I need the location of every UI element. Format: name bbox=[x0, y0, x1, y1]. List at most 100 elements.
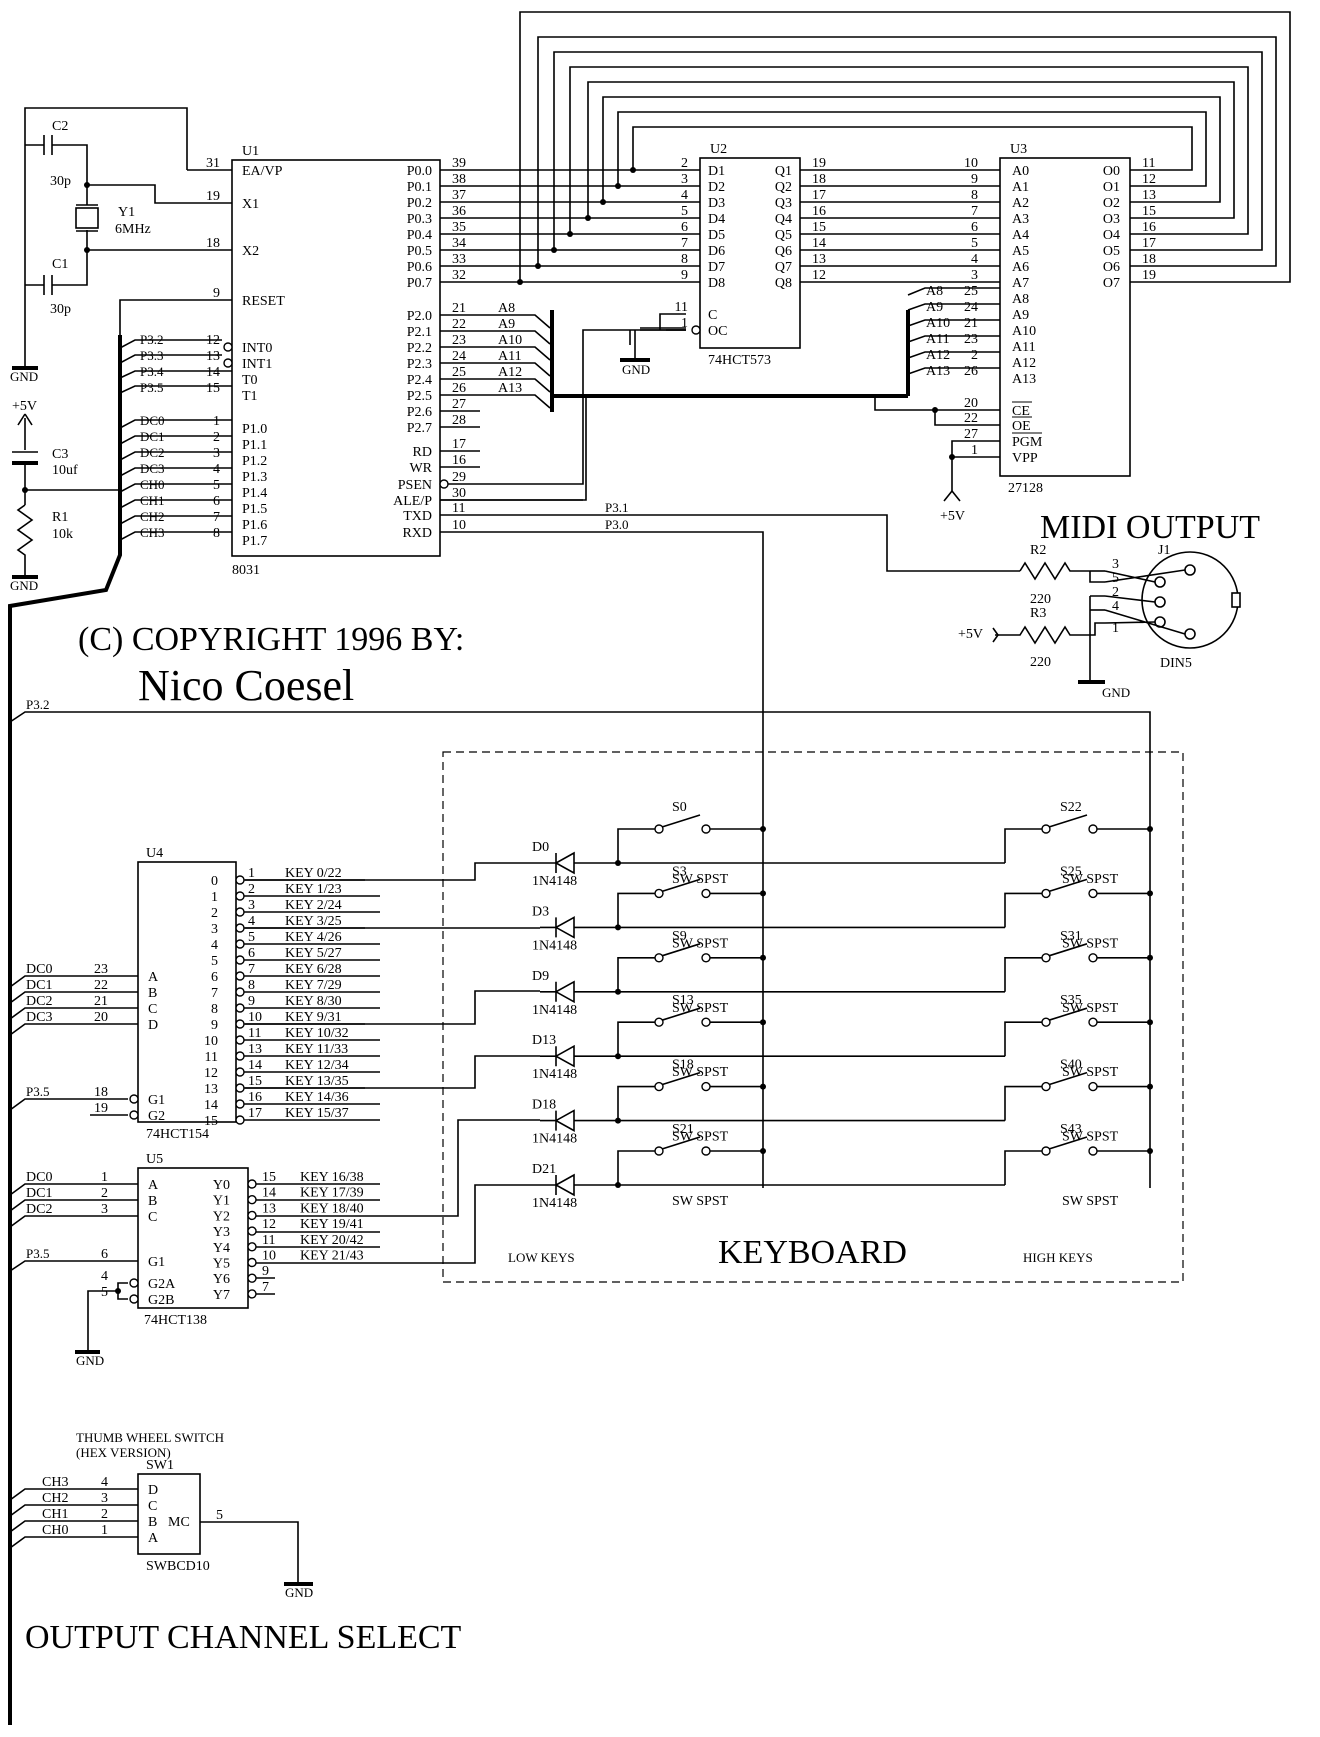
inversion-bubble bbox=[235, 1035, 245, 1045]
u4-key-label: KEY 12/34 bbox=[285, 1058, 349, 1073]
switch-low-ref: S3 bbox=[672, 864, 687, 879]
u5-pin-num: 9 bbox=[262, 1264, 269, 1279]
u4-key-label: KEY 8/30 bbox=[285, 994, 342, 1009]
u1-pin-num: 34 bbox=[452, 236, 466, 251]
u4-pin-num: 6 bbox=[248, 946, 255, 961]
switch-lever bbox=[661, 1071, 701, 1086]
inversion-bubble bbox=[247, 1273, 257, 1283]
u1-pin-name: P1.3 bbox=[242, 470, 267, 485]
u1-pin-name: INT1 bbox=[242, 357, 272, 372]
u1-pin-num: 24 bbox=[452, 349, 466, 364]
u4-pin-num: 21 bbox=[94, 994, 108, 1009]
switch-contact bbox=[654, 888, 664, 899]
u3-pin-name: A8 bbox=[1012, 292, 1029, 307]
din-pin-number: 5 bbox=[1112, 571, 1119, 586]
u3-pin-name: A9 bbox=[1012, 308, 1029, 323]
switch-lever bbox=[1048, 878, 1088, 893]
switch-lever bbox=[1048, 1136, 1088, 1150]
u3-pin-name: PGM bbox=[1012, 435, 1043, 450]
switch-contact bbox=[654, 953, 664, 963]
u5-pin-num: 11 bbox=[262, 1233, 275, 1248]
sw1-ref: SW1 bbox=[146, 1458, 174, 1473]
u4-pin-num: 8 bbox=[248, 978, 255, 993]
din-pin-number: 4 bbox=[1112, 599, 1119, 614]
u2-pin-name: Q2 bbox=[775, 180, 792, 195]
inversion-bubble bbox=[247, 1226, 257, 1236]
u1-left-net-label: P3.2 bbox=[140, 332, 163, 347]
u3-pin-num: 20 bbox=[964, 396, 978, 411]
u3-pin-name: A12 bbox=[1012, 356, 1036, 371]
u4-output-num: 10 bbox=[204, 1034, 218, 1049]
y1-ref: Y1 bbox=[118, 205, 135, 220]
u2-pin-name: Q4 bbox=[775, 212, 792, 227]
u1-left-net-label: DC2 bbox=[140, 445, 165, 460]
u1-pin-num: 12 bbox=[206, 333, 220, 348]
u1-pin-name: P0.4 bbox=[407, 228, 432, 243]
u4-net-label: DC0 bbox=[26, 962, 52, 977]
inversion-bubble bbox=[235, 1003, 245, 1013]
junction bbox=[760, 954, 766, 961]
sw1-net-label: CH2 bbox=[42, 1491, 68, 1506]
u1-pin-num: 31 bbox=[206, 156, 220, 171]
low-keys-label: LOW KEYS bbox=[508, 1250, 575, 1265]
gnd-label-1: GND bbox=[10, 369, 38, 384]
u5-pin-num: 14 bbox=[262, 1186, 276, 1201]
u5-ref: U5 bbox=[146, 1152, 163, 1167]
u5-part: 74HCT138 bbox=[144, 1313, 207, 1328]
u3-pin-num: 1 bbox=[971, 443, 978, 458]
u1-pin-name: ALE/P bbox=[393, 494, 432, 509]
u3-pin-name: O2 bbox=[1103, 196, 1120, 211]
u3-pin-num: 21 bbox=[964, 316, 978, 331]
u3-pin-name: A11 bbox=[1012, 340, 1036, 355]
u2-pin-num: 1 bbox=[681, 316, 688, 331]
u1-pin-name: T0 bbox=[242, 373, 258, 388]
switch-contact bbox=[1041, 953, 1051, 963]
u5-pin-name: B bbox=[148, 1194, 157, 1209]
diode-ref: D9 bbox=[532, 969, 549, 984]
u4-output-num: 6 bbox=[211, 970, 218, 985]
p30-net-label: P3.0 bbox=[605, 517, 628, 532]
switch-contact bbox=[1088, 824, 1098, 834]
u3-pin-name: A10 bbox=[1012, 324, 1036, 339]
switch-contact bbox=[654, 1017, 664, 1027]
u4-key-label: KEY 13/35 bbox=[285, 1074, 349, 1089]
u3-pin-name: A13 bbox=[1012, 372, 1036, 387]
u4-output-num: 5 bbox=[211, 954, 218, 969]
u3-pin-num: 26 bbox=[964, 364, 978, 379]
switch-low-ref: S13 bbox=[672, 993, 694, 1008]
switch-contact bbox=[1041, 1081, 1051, 1092]
u1-pin-num: 2 bbox=[213, 430, 220, 445]
u3-pin-num: 6 bbox=[971, 220, 978, 235]
diode-type: 1N4148 bbox=[532, 874, 577, 889]
diode-ref: D18 bbox=[532, 1098, 556, 1113]
sw1-part: SWBCD10 bbox=[146, 1559, 210, 1574]
u1-pin-num: 10 bbox=[452, 518, 466, 533]
u4-pin-num: 2 bbox=[248, 882, 255, 897]
ic-u1-8031: U1803131EA/VP19X118X29RESET12INT0P3.213I… bbox=[140, 144, 522, 578]
vcc-label-2: +5V bbox=[940, 509, 965, 524]
u3-pin-name: A1 bbox=[1012, 180, 1029, 195]
u3-pin-name: A3 bbox=[1012, 212, 1029, 227]
u1-pin-num: 22 bbox=[452, 317, 466, 332]
sw1-body bbox=[137, 1473, 201, 1555]
midi-output-title: MIDI OUTPUT bbox=[1040, 509, 1260, 546]
u4-key-label: KEY 10/32 bbox=[285, 1026, 349, 1041]
inversion-bubble bbox=[235, 891, 245, 901]
switch-lever bbox=[1048, 943, 1088, 957]
u4-pin-num: 4 bbox=[248, 914, 255, 929]
u4-output-num: 9 bbox=[211, 1018, 218, 1033]
u4-pin-num: 7 bbox=[248, 962, 255, 977]
switch-wire bbox=[617, 828, 655, 863]
j1-part: DIN5 bbox=[1160, 656, 1192, 671]
u4-output-num: 0 bbox=[211, 874, 218, 889]
inversion-bubble bbox=[129, 1278, 139, 1288]
u5-key-label: KEY 19/41 bbox=[300, 1217, 364, 1232]
ic-u3-27128: U32712810A09A18A27A36A45A54A63A725A8A824… bbox=[926, 142, 1156, 496]
u2-pin-name: D7 bbox=[708, 260, 725, 275]
u5-key-label: KEY 20/42 bbox=[300, 1233, 364, 1248]
u1-pin-name: RD bbox=[413, 445, 432, 460]
u1-pin-num: 14 bbox=[206, 365, 220, 380]
diode-type: 1N4148 bbox=[532, 1003, 577, 1018]
u1-pin-name: P2.3 bbox=[407, 357, 432, 372]
